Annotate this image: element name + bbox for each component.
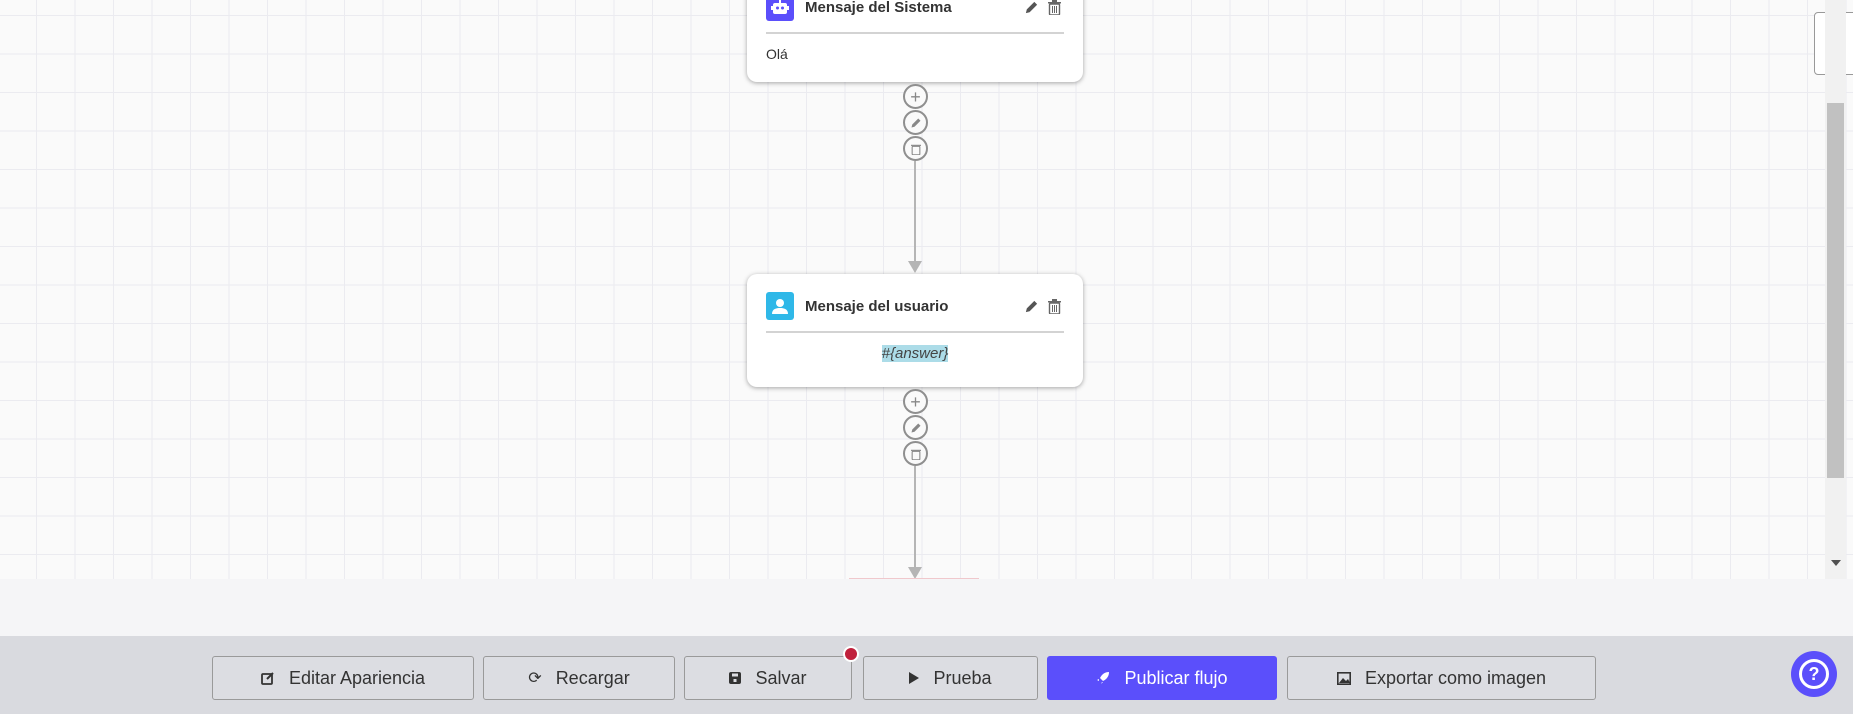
button-label: Salvar: [755, 667, 807, 688]
connector-line: [914, 466, 916, 569]
unsaved-indicator: [843, 646, 859, 662]
divider: [766, 331, 1064, 333]
pencil-icon[interactable]: [1021, 0, 1041, 17]
node-title: Mensaje del Sistema: [805, 0, 952, 16]
bottom-toolbar: Editar Apariencia ⟳ Recargar Salvar Prue…: [0, 636, 1853, 714]
edit-icon: [261, 672, 274, 685]
save-button[interactable]: Salvar: [684, 646, 859, 700]
pencil-icon: [911, 423, 920, 432]
robot-icon: [766, 0, 794, 21]
rocket-icon: [1097, 672, 1110, 684]
divider: [766, 32, 1064, 34]
trash-icon: [910, 449, 921, 460]
add-node-button[interactable]: +: [903, 84, 928, 109]
arrow-head: [908, 567, 922, 579]
pencil-icon[interactable]: [1021, 296, 1041, 316]
button-label: Editar Apariencia: [288, 667, 426, 688]
trash-icon[interactable]: [1044, 296, 1064, 316]
node-system-message[interactable]: Mensaje del Sistema Olá: [747, 0, 1083, 82]
edit-connection-button[interactable]: [903, 415, 928, 440]
button-label: Prueba: [933, 667, 992, 688]
help-button[interactable]: ?: [1791, 651, 1837, 697]
reload-button[interactable]: ⟳ Recargar: [483, 656, 675, 700]
next-node-edge: [849, 578, 979, 579]
user-icon: [766, 292, 794, 320]
button-label: Recargar: [555, 667, 630, 688]
pencil-icon: [911, 118, 920, 127]
variable-content: #{answer}: [881, 345, 949, 362]
test-button[interactable]: Prueba: [863, 656, 1038, 700]
add-node-button[interactable]: +: [903, 389, 928, 414]
image-icon: [1336, 671, 1351, 685]
vertical-scrollbar[interactable]: [1825, 0, 1846, 579]
export-image-button[interactable]: Exportar como imagen: [1287, 656, 1596, 700]
node-content: Olá: [766, 46, 788, 62]
edit-connection-button[interactable]: [903, 110, 928, 135]
scrollbar-thumb[interactable]: [1827, 103, 1844, 478]
play-icon: [909, 672, 920, 684]
plus-icon: +: [910, 86, 921, 107]
connector-line: [914, 161, 916, 261]
edit-appearance-button[interactable]: Editar Apariencia: [212, 656, 474, 700]
publish-flow-button[interactable]: Publicar flujo: [1047, 656, 1277, 700]
scroll-down-arrow[interactable]: [1831, 560, 1841, 566]
delete-connection-button[interactable]: [903, 441, 928, 466]
save-icon: [729, 672, 742, 684]
button-label: Exportar como imagen: [1364, 667, 1547, 688]
node-title: Mensaje del usuario: [805, 297, 949, 315]
trash-icon[interactable]: [1044, 0, 1064, 17]
trash-icon: [910, 144, 921, 155]
delete-connection-button[interactable]: [903, 136, 928, 161]
plus-icon: +: [910, 391, 921, 412]
refresh-icon: ⟳: [528, 670, 542, 687]
question-icon: ?: [1799, 659, 1829, 689]
button-label: Publicar flujo: [1124, 667, 1228, 688]
flow-canvas[interactable]: Mensaje del Sistema Olá + Mensaje del us…: [0, 0, 1853, 579]
arrow-head: [908, 261, 922, 273]
node-user-message[interactable]: Mensaje del usuario #{answer}: [747, 274, 1083, 387]
